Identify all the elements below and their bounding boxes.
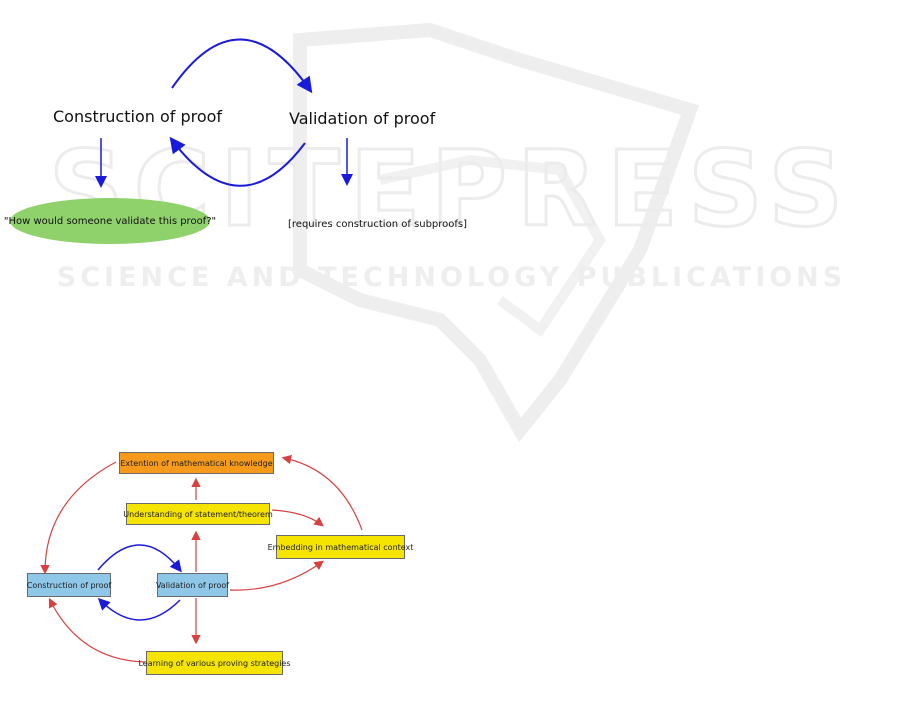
question-ellipse: "How would someone validate this proof?" — [4, 198, 216, 244]
arrow-embedding-to-extension — [281, 454, 363, 531]
arrow-extension-to-construction — [40, 461, 117, 575]
box-bottom-construction: Construction of proof — [27, 573, 111, 597]
top-validation-label: Validation of proof — [289, 109, 436, 128]
subproof-note: [requires construction of subproofs] — [288, 219, 468, 230]
arrow-bottom-construction-to-validation — [97, 544, 182, 573]
arrow-bottom-validation-to-construction — [97, 597, 181, 621]
box-embedding: Embedding in mathematical context — [268, 535, 413, 559]
box-learning: Learning of various proving strategies — [138, 651, 291, 675]
watermark-swoosh-inner — [378, 154, 606, 338]
box-understanding: Understanding of statement/theorem — [123, 503, 273, 525]
arrow-construction-to-validation — [171, 38, 313, 94]
arrow-validation-to-embedding — [229, 560, 324, 591]
arrow-understanding-to-embedding — [271, 509, 324, 527]
question-text: "How would someone validate this proof?" — [3, 215, 217, 227]
box-bottom-validation: Validation of proof — [156, 573, 229, 597]
arrow-validation-to-construction — [169, 136, 306, 187]
watermark-tagline: SCIENCE AND TECHNOLOGY PUBLICATIONS — [56, 262, 847, 293]
top-construction-label: Construction of proof — [53, 107, 223, 126]
arrow-learning-to-construction — [48, 597, 146, 663]
box-extension: Extention of mathematical knowledge — [119, 452, 274, 474]
watermark-swoosh — [293, 22, 700, 443]
